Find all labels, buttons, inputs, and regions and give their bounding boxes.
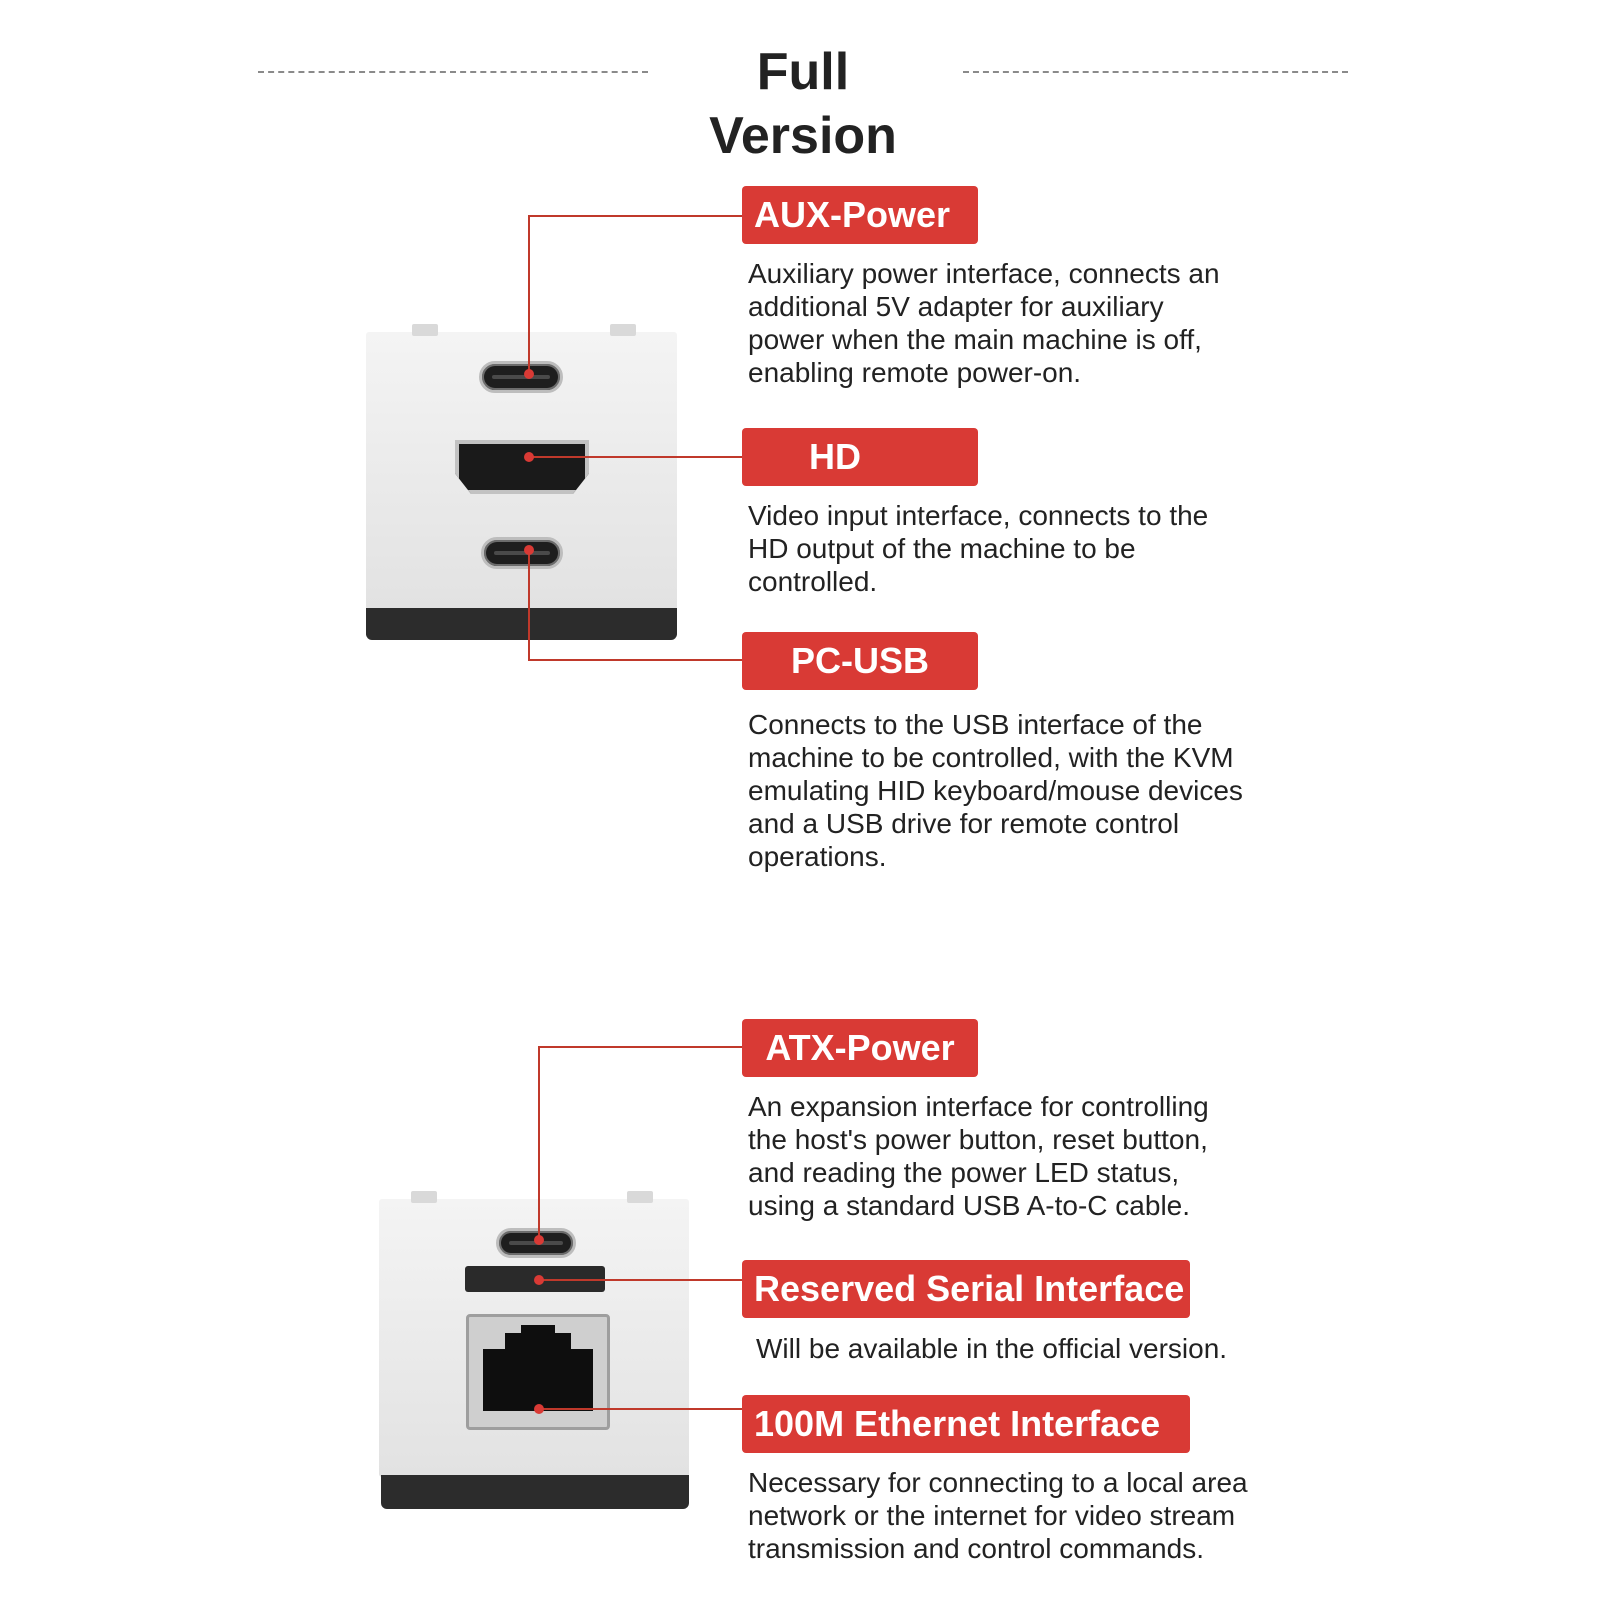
label-reserved-serial: Reserved Serial Interface [742,1260,1190,1318]
label-ethernet: 100M Ethernet Interface [742,1395,1190,1453]
device-notch-left [411,1191,437,1203]
description-aux-power: Auxiliary power interface, connects an a… [748,258,1220,388]
leader-line-pc-usb [528,550,742,661]
leader-line-atx-power [538,1046,742,1240]
device-base [366,608,677,640]
page-title: Full Version [709,43,897,165]
description-atx-power: An expansion interface for controlling t… [748,1091,1209,1221]
hdmi-port [455,440,589,494]
device-notch-right [610,324,636,336]
device-base [381,1475,689,1509]
marker-dot-aux-power [524,369,534,379]
description-reserved-serial: Will be available in the official versio… [756,1333,1228,1364]
device-notch-left [412,324,438,336]
label-aux-power: AUX-Power [742,186,978,244]
description-hd: Video input interface, connects to the H… [748,500,1209,597]
device-notch-right [627,1191,653,1203]
label-pc-usb: PC-USB [742,632,978,690]
marker-dot-atx-power [534,1235,544,1245]
title-divider-right [963,71,1348,73]
description-pc-usb: Connects to the USB interface of the mac… [748,709,1243,872]
marker-dot-hd [524,452,534,462]
marker-dot-serial [534,1275,544,1285]
ethernet-port [466,1314,610,1430]
aux-power-usbc-port [479,361,563,393]
title-banner: Full Version [258,40,1348,165]
description-ethernet: Necessary for connecting to a local area… [748,1467,1248,1564]
leader-line-aux-power [528,215,742,372]
label-atx-power: ATX-Power [742,1019,978,1077]
marker-dot-ethernet [534,1404,544,1414]
title-divider-left [258,71,648,73]
marker-dot-pc-usb [524,545,534,555]
label-hd: HD [742,428,978,486]
pc-usb-usbc-port [481,537,563,569]
